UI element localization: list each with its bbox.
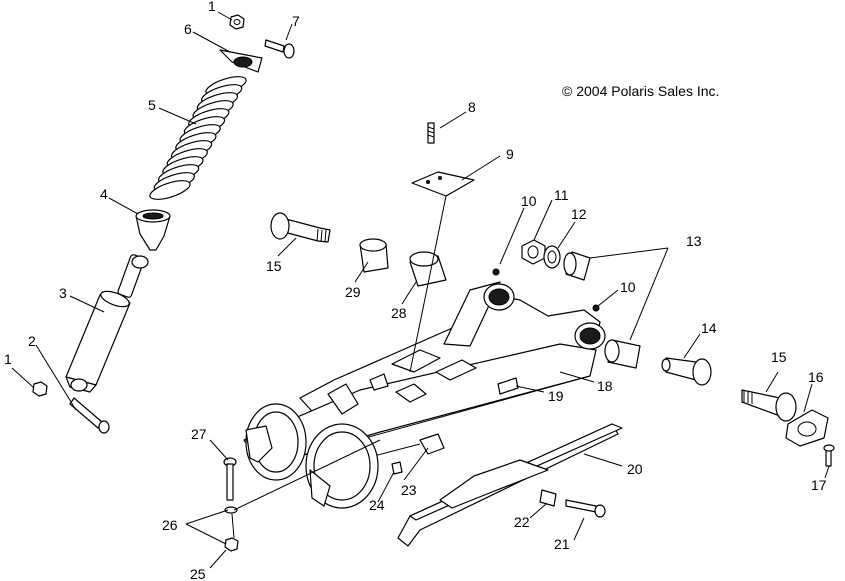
swingarm (243, 268, 606, 509)
spring-seat (135, 209, 171, 251)
callout-20: 20 (627, 461, 643, 477)
callout-7: 7 (292, 13, 300, 29)
bearing-13-lower (604, 339, 641, 369)
bolt-27 (223, 457, 237, 501)
callout-26: 26 (162, 517, 178, 533)
spacer-22 (539, 489, 557, 507)
copyright-text: © 2004 Polaris Sales Inc. (562, 83, 719, 99)
spring-coil (149, 180, 191, 200)
bolt-top (264, 39, 295, 59)
washer-26 (224, 506, 238, 514)
callout-3: 3 (59, 285, 67, 301)
nut-lower (32, 381, 48, 397)
callout-15-right: 15 (771, 349, 787, 365)
bolt-lower (69, 397, 110, 434)
callout-10-lower: 10 (620, 279, 636, 295)
callout-2: 2 (28, 333, 36, 349)
callout-8: 8 (468, 99, 476, 115)
callout-16: 16 (808, 369, 824, 385)
bushing-29 (359, 238, 389, 273)
callout-6: 6 (184, 21, 192, 37)
callout-19: 19 (548, 388, 564, 404)
callout-29: 29 (345, 284, 361, 300)
callout-11: 11 (554, 187, 569, 203)
callout-10-upper: 10 (521, 193, 537, 209)
callout-21: 21 (554, 536, 570, 552)
callout-27: 27 (191, 426, 207, 442)
callout-4: 4 (100, 186, 108, 202)
screw-8 (427, 122, 435, 144)
nut-top (229, 14, 245, 30)
callout-labels: 1 7 6 5 4 3 2 1 8 9 10 11 12 13 10 14 15… (4, 0, 827, 581)
mount-plate (411, 171, 475, 197)
callout-25: 25 (190, 566, 206, 581)
bushing-28 (409, 251, 447, 287)
callout-12: 12 (571, 206, 587, 222)
callout-9: 9 (506, 146, 514, 162)
callout-15-left: 15 (266, 258, 282, 274)
callout-14: 14 (701, 320, 717, 336)
cover-plate-16 (785, 409, 829, 447)
bolt-21 (565, 499, 606, 518)
callout-24: 24 (369, 497, 385, 513)
callout-28: 28 (391, 305, 407, 321)
spring-retainer (219, 49, 263, 73)
callout-18: 18 (597, 378, 613, 394)
shock-absorber (65, 254, 149, 393)
clip-24 (391, 461, 403, 475)
leader-lines (11, 11, 830, 569)
callout-17: 17 (811, 477, 827, 493)
callout-1-top: 1 (208, 0, 216, 14)
callout-5: 5 (148, 97, 156, 113)
screw-17 (823, 444, 835, 467)
callout-13: 13 (686, 233, 702, 249)
bearing-13-upper (563, 251, 591, 281)
bolt-14 (661, 357, 712, 386)
callout-1-lower: 1 (4, 351, 12, 367)
coil-spring (149, 76, 247, 200)
callout-23: 23 (401, 482, 417, 498)
chain-guide-20 (397, 423, 623, 547)
nut-25 (224, 537, 239, 552)
pivot-bolt-right (741, 389, 797, 422)
callout-22: 22 (514, 514, 530, 530)
pivot-bolt-left (270, 212, 331, 243)
washer-12 (543, 245, 561, 269)
nut-11 (521, 239, 546, 265)
